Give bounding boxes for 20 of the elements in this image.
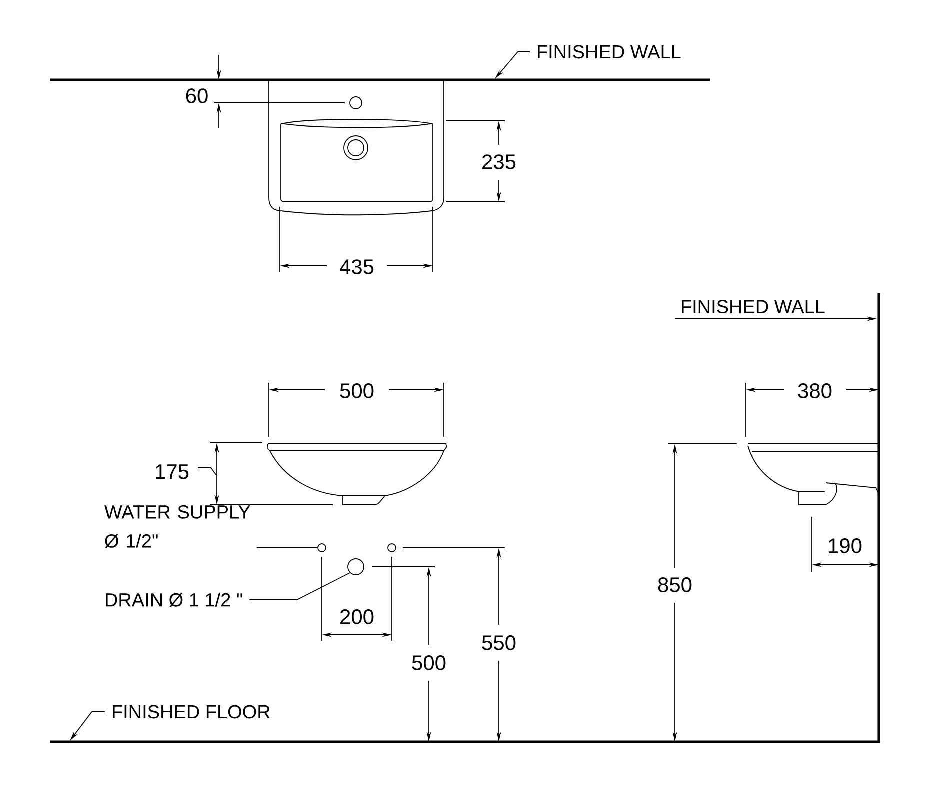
leader-label: FINISHED WALL (538, 45, 681, 59)
dimension-label: 380 (798, 384, 832, 398)
dimension-label: 60 (186, 88, 208, 104)
dimension-label: 500 (412, 656, 446, 670)
leader-label: WATER SUPPLY Ø 1/2" (104, 505, 250, 548)
dimension-label: 190 (829, 538, 862, 554)
leader-line (249, 572, 350, 600)
leader-label: FINISHED WALL (682, 300, 825, 314)
dimension-label: 175 (156, 464, 189, 480)
leader-label: FINISHED FLOOR (113, 705, 270, 719)
dimension-label: 500 (340, 384, 374, 398)
dimension-label: 550 (482, 636, 516, 650)
pipe-hole (388, 544, 396, 552)
dimension-label: 200 (340, 610, 374, 624)
pipe-hole (318, 544, 326, 552)
dimension-label: 435 (340, 260, 374, 274)
dimension-label: 235 (482, 154, 516, 170)
pipe-hole (348, 558, 364, 576)
dimension-label: 850 (658, 578, 692, 592)
leader-label: DRAIN Ø 1 1/2 " (106, 592, 242, 608)
